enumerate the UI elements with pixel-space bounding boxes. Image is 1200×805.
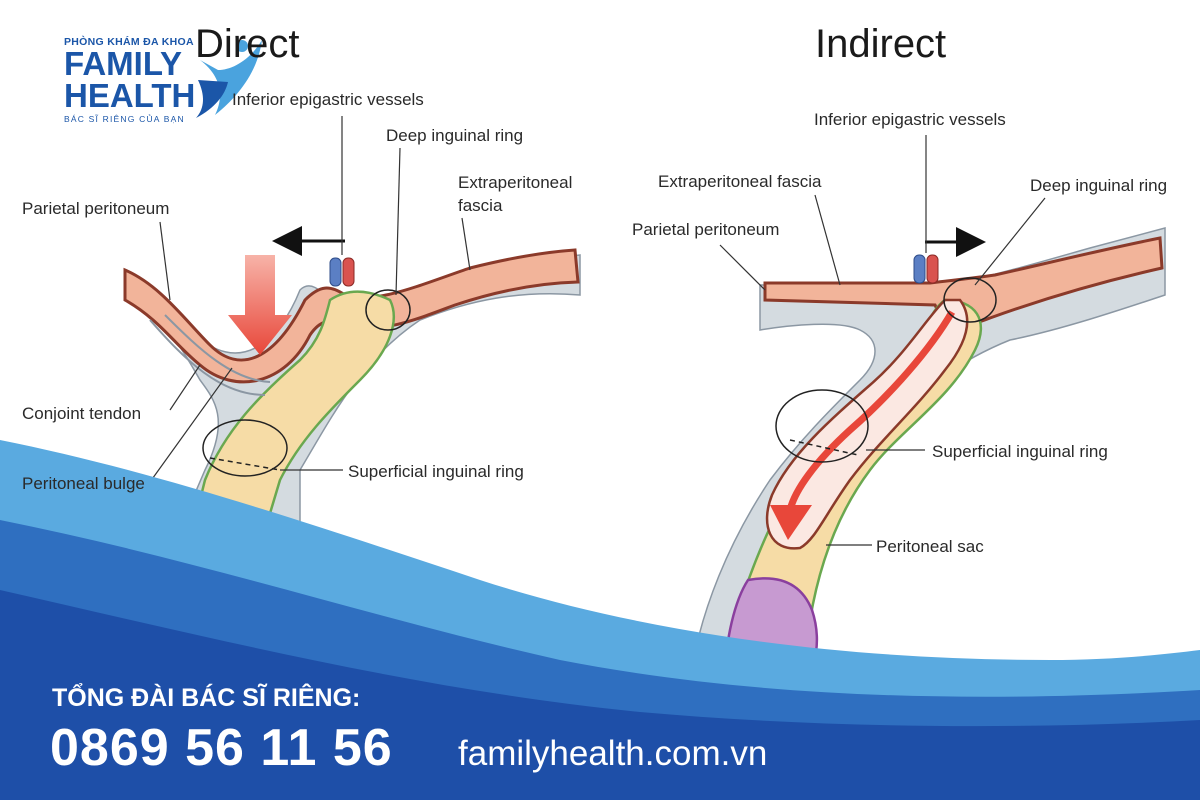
indirect-label-deep-inguinal-ring: Deep inguinal ring — [1030, 176, 1168, 195]
direct-herniation-arrow — [228, 255, 292, 355]
indirect-label-parietal-peritoneum: Parietal peritoneum — [632, 220, 780, 239]
direct-label-extraperitoneal-fascia-2: fascia — [458, 196, 503, 215]
brand-logo: PHÒNG KHÁM ĐA KHOA FAMILY HEALTH BÁC SĨ … — [60, 34, 290, 124]
indirect-label-superficial-inguinal-ring: Superficial inguinal ring — [932, 442, 1108, 461]
brand-tagline: BÁC SĨ RIÊNG CỦA BẠN — [64, 114, 185, 124]
direct-label-inferior-epigastric-vessels: Inferior epigastric vessels — [232, 90, 424, 109]
direct-panel — [123, 116, 581, 542]
brand-name-line2: HEALTH — [64, 77, 196, 114]
direct-label-deep-inguinal-ring: Deep inguinal ring — [386, 126, 524, 145]
website-link[interactable]: familyhealth.com.vn — [458, 734, 768, 773]
indirect-label-inferior-epigastric-vessels: Inferior epigastric vessels — [814, 110, 1006, 129]
indirect-title: Indirect — [815, 22, 947, 66]
indirect-label-extraperitoneal-fascia: Extraperitoneal fascia — [658, 172, 822, 191]
hotline-phone[interactable]: 0869 56 11 56 — [50, 719, 393, 777]
direct-label-parietal-peritoneum: Parietal peritoneum — [22, 199, 170, 218]
direct-label-peritoneal-bulge: Peritoneal bulge — [22, 474, 145, 493]
direct-title: Direct — [195, 22, 300, 66]
logo-swoosh-icon — [196, 40, 262, 118]
hotline-label: TỔNG ĐÀI BÁC SĨ RIÊNG: — [52, 684, 361, 712]
indirect-label-peritoneal-sac: Peritoneal sac — [876, 537, 984, 556]
direct-cord-tissue — [188, 290, 395, 542]
direct-label-conjoint-tendon: Conjoint tendon — [22, 404, 142, 423]
brand-name-line1: FAMILY — [64, 45, 182, 82]
footer-waves — [0, 440, 1200, 800]
direct-label-extraperitoneal-fascia-1: Extraperitoneal — [458, 173, 573, 192]
direct-label-superficial-inguinal-ring: Superficial inguinal ring — [348, 462, 524, 481]
indirect-panel — [689, 135, 1166, 682]
clinic-type: PHÒNG KHÁM ĐA KHOA — [64, 36, 194, 48]
indirect-herniation-arrow — [786, 310, 956, 511]
